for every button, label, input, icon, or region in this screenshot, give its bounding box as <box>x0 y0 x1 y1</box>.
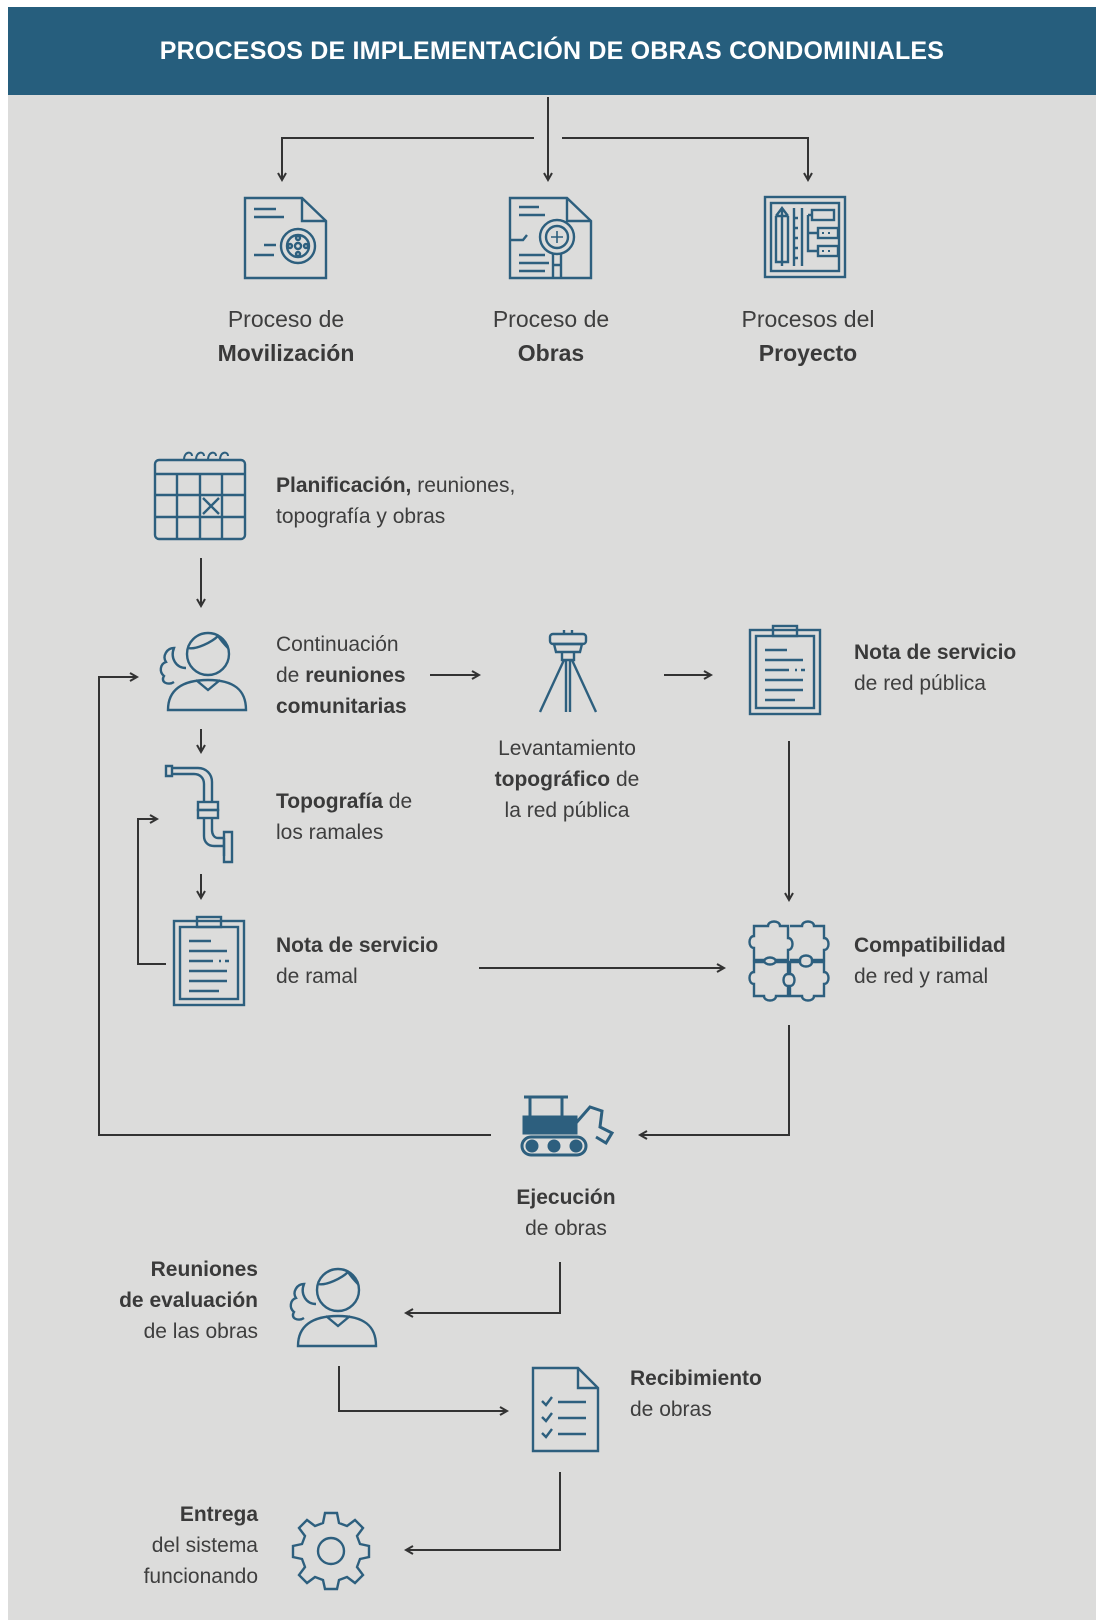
checklist-document-icon <box>530 1365 600 1453</box>
connector-top-right <box>562 137 808 180</box>
gear-icon <box>290 1510 372 1592</box>
step-ejecucion-text: Ejecución de obras <box>516 1186 616 1240</box>
community-people-icon <box>152 628 248 714</box>
loop-ejecucion-to-continuacion <box>98 677 491 1136</box>
survey-tripod-icon <box>536 630 600 716</box>
step-planificacion-text: Planificación, reuniones, topografía y o… <box>276 474 516 528</box>
arrow-ejecucion-to-evaluacion <box>406 1262 561 1313</box>
process-label-obras: Proceso de Obras <box>492 306 610 366</box>
blueprint-panel-icon <box>762 194 848 280</box>
document-magnifier-icon <box>505 195 595 281</box>
step-levantamiento-text: Levantamiento topográfico de la red públ… <box>494 737 640 822</box>
step-topografia-text: Topografía de los ramales <box>276 790 413 844</box>
clipboard-icon <box>171 915 247 1007</box>
step-nota-red-text: Nota de servicio de red pública <box>854 641 1017 695</box>
step-entrega-text: Entrega del sistema funcionando <box>143 1503 258 1588</box>
community-people-icon <box>282 1264 378 1350</box>
header-banner: PROCESOS DE IMPLEMENTACIÓN DE OBRAS COND… <box>8 7 1096 95</box>
arrow-recibimiento-to-entrega <box>406 1472 561 1550</box>
step-nota-ramal-text: Nota de servicio de ramal <box>276 934 439 988</box>
clipboard-icon <box>747 624 823 716</box>
excavator-icon <box>520 1093 616 1159</box>
step-continuacion-text: Continuación de reuniones comunitarias <box>276 633 407 718</box>
step-compatibilidad-text: Compatibilidad de red y ramal <box>854 934 1006 988</box>
step-recibimiento-text: Recibimiento de obras <box>630 1367 762 1421</box>
pipe-icon <box>164 762 240 866</box>
step-evaluacion-text: Reuniones de evaluación de las obras <box>119 1258 258 1343</box>
process-label-movilizacion: Proceso de Movilización <box>217 306 355 366</box>
loop-nota-ramal-to-topografia <box>137 819 166 965</box>
arrow-compatibilidad-to-ejecucion <box>640 1025 790 1135</box>
connector-top-left <box>282 137 534 180</box>
page-title: PROCESOS DE IMPLEMENTACIÓN DE OBRAS COND… <box>159 36 945 65</box>
document-gear-icon <box>240 195 330 281</box>
calendar-icon <box>152 448 248 542</box>
arrow-evaluacion-to-recibimiento <box>338 1366 507 1411</box>
process-label-proyecto: Procesos del Proyecto <box>741 306 875 366</box>
puzzle-icon <box>746 918 832 1004</box>
